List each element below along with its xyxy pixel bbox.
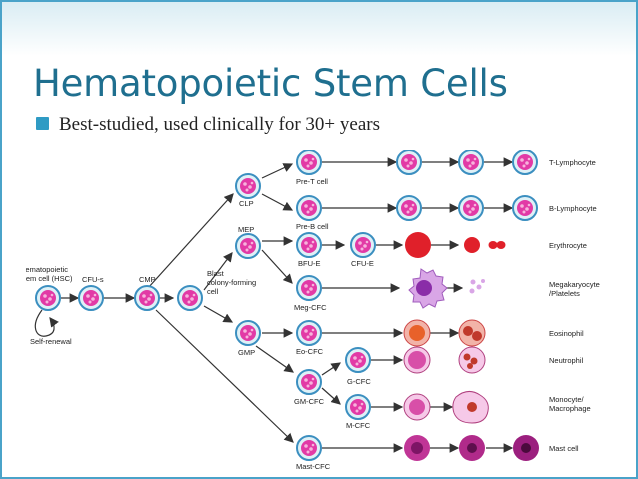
mast-cell-cells [404, 435, 539, 461]
m-cfc-cell [345, 394, 371, 420]
t-lymphocyte-label: T-Lymphocyte [549, 158, 596, 167]
cfu-s-cell [78, 285, 104, 311]
erythrocyte-cells [405, 232, 506, 258]
neutrophil-label: Neutrophil [549, 356, 584, 365]
mast-cfc-cell [296, 435, 322, 461]
slide-header-band [0, 0, 638, 56]
monocyte-label-1: Monocyte/ [549, 395, 585, 404]
cmp-cell [134, 285, 160, 311]
gmp-label: GMP [238, 348, 255, 357]
slide-border-bottom [0, 477, 638, 479]
cfu-e-cell [350, 232, 376, 258]
b-cell-stage-2 [458, 195, 484, 221]
bfu-e-cell [296, 232, 322, 258]
monocyte-label-2: Macrophage [549, 404, 591, 413]
eosinophil-cells [403, 319, 486, 347]
b-cell-stage-1 [396, 195, 422, 221]
mep-cell [235, 233, 261, 259]
pre-b-label: Pre-B cell [296, 222, 329, 231]
cfu-s-label: CFU-s [82, 275, 104, 284]
eosinophil-label: Eosinophil [549, 329, 584, 338]
pre-t-cell [296, 150, 322, 175]
hsc-label-2: stem cell (HSC) [26, 274, 73, 283]
g-cfc-label: G-CFC [347, 377, 371, 386]
mast-cfc-label: Mast-CFC [296, 462, 331, 471]
blast-label-1: Blast [207, 269, 225, 278]
cfu-e-label: CFU-E [351, 259, 374, 268]
hsc-cell [35, 285, 61, 311]
monocyte-cells [403, 391, 489, 424]
bullet-square-icon [36, 117, 49, 130]
megakaryocyte-cell [408, 268, 485, 309]
mast-cell-label: Mast cell [549, 444, 579, 453]
gm-cfc-cell [296, 369, 322, 395]
pre-t-label: Pre-T cell [296, 177, 328, 186]
self-renewal-label: Self-renewal [30, 337, 72, 346]
m-cfc-label: M-CFC [346, 421, 371, 430]
gmp-cell [235, 320, 261, 346]
blast-label-3: cell [207, 287, 219, 296]
blast-cell [177, 285, 203, 311]
neutrophil-cells [403, 346, 486, 374]
slide-border-top [0, 0, 638, 2]
b-lymphocyte-cell [512, 195, 538, 221]
slide-title: Hematopoietic Stem Cells [33, 62, 508, 105]
slide-border-right [636, 0, 638, 479]
cmp-label: CMP [139, 275, 156, 284]
megakaryocyte-label-2: /Platelets [549, 289, 580, 298]
gm-cfc-label: GM-CFC [294, 397, 325, 406]
bfu-e-label: BFU-E [298, 259, 321, 268]
blast-label-2: colony-forming [207, 278, 256, 287]
t-cell-stage-1 [396, 150, 422, 175]
erythrocyte-label: Erythrocyte [549, 241, 587, 250]
lineage-arrows [61, 157, 514, 453]
slide-border-left [0, 0, 2, 479]
meg-cfc-cell [296, 275, 322, 301]
b-lymphocyte-label: B-Lymphocyte [549, 204, 597, 213]
clp-cell [235, 173, 261, 199]
t-cell-stage-2 [458, 150, 484, 175]
eo-cfc-label: Eo-CFC [296, 347, 324, 356]
megakaryocyte-label-1: Megakaryocyte [549, 280, 600, 289]
t-lymphocyte-cell [512, 150, 538, 175]
meg-cfc-label: Meg-CFC [294, 303, 327, 312]
eo-cfc-cell [296, 320, 322, 346]
hsc-label-1: Hematopoietic [26, 265, 68, 274]
hematopoiesis-diagram: Hematopoietic stem cell (HSC) Self-renew… [26, 150, 600, 471]
g-cfc-cell [345, 347, 371, 373]
pre-b-cell [296, 195, 322, 221]
bullet-item: Best-studied, used clinically for 30+ ye… [36, 114, 380, 136]
clp-label: CLP [239, 199, 254, 208]
bullet-text: Best-studied, used clinically for 30+ ye… [59, 114, 380, 135]
mep-label: MEP [238, 225, 254, 234]
self-renewal-arrow [34, 309, 59, 337]
